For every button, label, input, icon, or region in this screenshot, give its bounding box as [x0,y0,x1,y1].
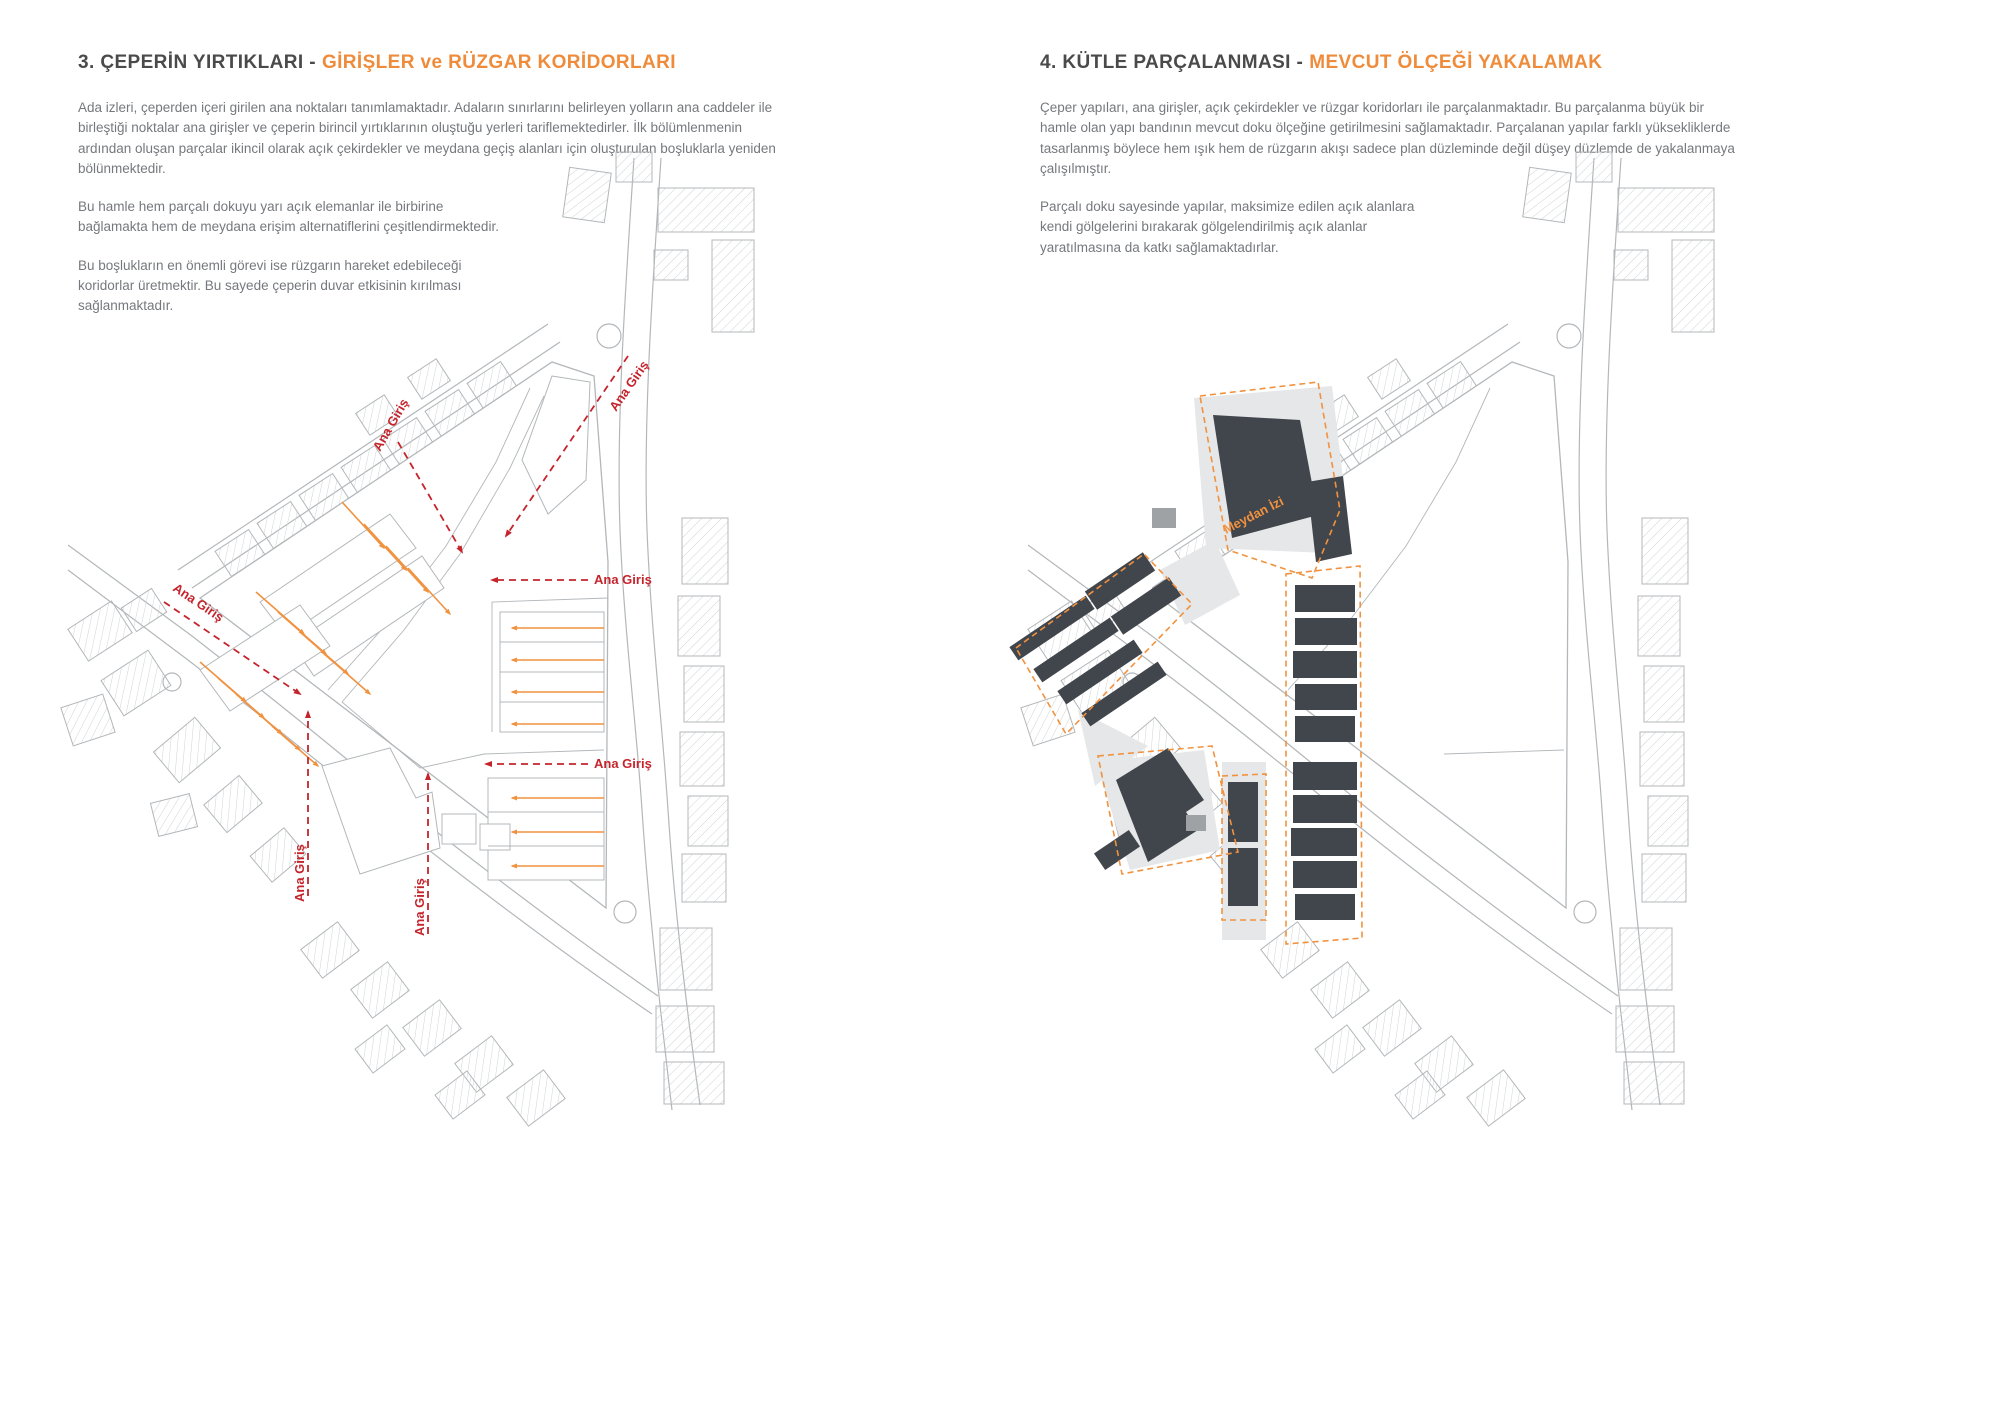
ana-giris-label: Ana Giriş [412,878,427,936]
right-heading-main: 4. KÜTLE PARÇALANMASI - [1040,52,1304,73]
left-heading-accent: GİRİŞLER ve RÜZGAR KORİDORLARI [321,52,676,73]
ana-giris-label: Ana Giriş [594,756,652,771]
right-paragraph-1: Çeper yapıları, ana girişler, açık çekir… [1040,100,1735,176]
left-paragraph-2: Bu hamle hem parçalı dokuyu yarı açık el… [78,199,499,235]
secondary-masses [1152,508,1206,831]
left-paragraph-1: Ada izleri, çeperden içeri girilen ana n… [78,100,776,176]
left-heading-main: 3. ÇEPERİN YIRTIKLARI - [78,52,316,73]
fragmentation-outline [1014,381,1363,945]
left-panel: 3. ÇEPERİN YIRTIKLARI -GİRİŞLER ve RÜZGA… [78,52,778,334]
wind-corridor-arrows [199,501,604,869]
right-heading: 4. KÜTLE PARÇALANMASI -MEVCUT ÖLÇEĞİ YAK… [1040,52,1740,74]
ana-giris-label: Ana Giriş [606,358,651,414]
right-site-plan: Meydan İzi [1009,151,1715,1127]
right-panel: 4. KÜTLE PARÇALANMASI -MEVCUT ÖLÇEĞİ YAK… [1040,52,1740,276]
parcel-buildings [199,375,605,881]
left-heading: 3. ÇEPERİN YIRTIKLARI -GİRİŞLER ve RÜZGA… [78,52,778,74]
main-entrance-arrows [163,355,629,934]
interior-streets [327,387,609,769]
building-masses [1009,415,1357,920]
parcel-divisions [488,641,604,847]
ana-giris-label: Ana Giriş [594,572,652,587]
right-heading-accent: MEVCUT ÖLÇEĞİ YAKALAMAK [1309,52,1603,73]
left-site-plan: Ana Giriş Ana Giriş Ana Giriş Ana Giriş … [60,151,755,1127]
right-paragraph-2: Parçalı doku sayesinde yapılar, maksimiz… [1040,199,1415,255]
left-paragraph-3: Bu boşlukların en önemli görevi ise rüzg… [78,257,462,314]
ana-giris-label: Ana Giriş [292,844,307,902]
